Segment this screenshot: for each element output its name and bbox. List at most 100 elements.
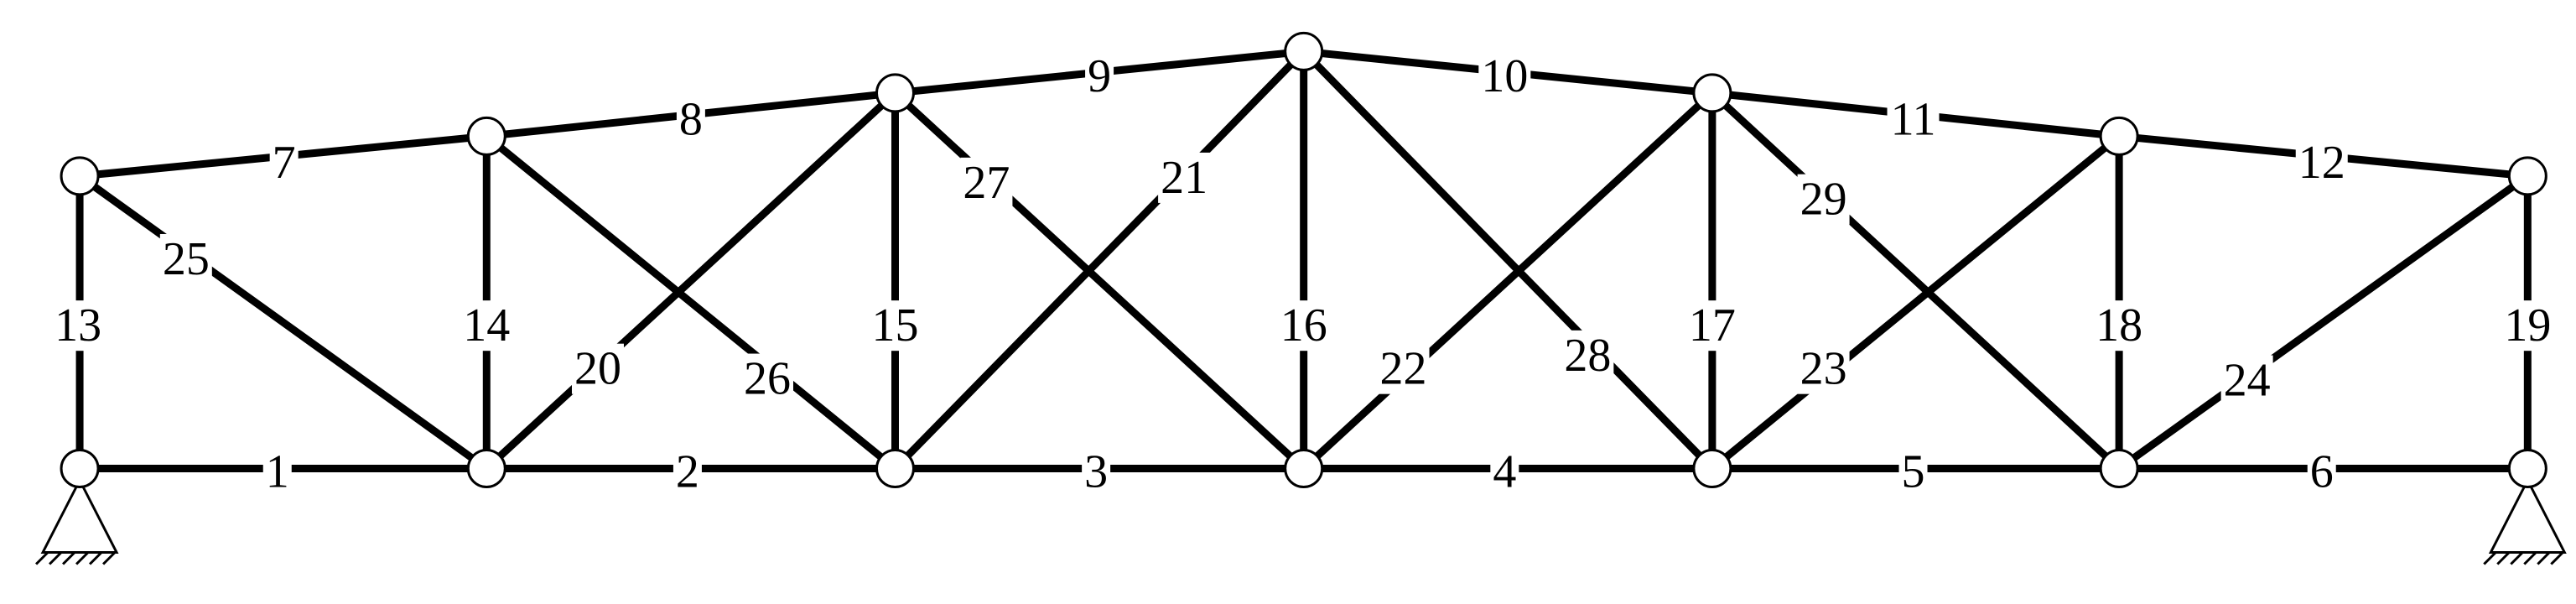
member-label-27: 27 (963, 157, 1010, 209)
member-label-background (1158, 152, 1211, 203)
support-triangle (40, 477, 119, 555)
truss-node-n5 (2099, 449, 2139, 489)
ground-hatch (75, 551, 90, 565)
member-label-background (159, 233, 212, 284)
truss-node-n10 (1284, 31, 1324, 71)
member-label-1: 1 (266, 445, 289, 497)
member-label-26: 26 (744, 353, 791, 405)
pinned-support-n0 (35, 477, 119, 565)
pinned-support-n6 (2483, 477, 2567, 565)
truss-node-n2 (875, 449, 915, 489)
member-label-22: 22 (1380, 343, 1427, 395)
member-label-8: 8 (679, 94, 703, 146)
ground-hatch (49, 551, 63, 565)
member-label-background (673, 446, 702, 497)
truss-node-n11 (1692, 73, 1732, 113)
member-26 (484, 133, 898, 471)
truss-node-n13 (2507, 156, 2547, 196)
member-label-24: 24 (2224, 355, 2271, 407)
ground-hatch (2550, 551, 2564, 565)
supports-layer (35, 477, 2567, 565)
member-label-4: 4 (1493, 445, 1516, 497)
truss-node-n12 (2099, 116, 2139, 156)
truss-node-n9 (875, 73, 915, 113)
member-label-background (1277, 300, 1330, 351)
ground-hatch (2496, 551, 2511, 565)
member-label-background (52, 300, 105, 351)
ground-hatch (2510, 551, 2524, 565)
member-label-6: 6 (2310, 445, 2334, 497)
ground-hatch (89, 551, 103, 565)
member-label-background (571, 343, 624, 394)
truss-node-n8 (466, 116, 506, 156)
member-label-21: 21 (1161, 152, 1208, 204)
member-label-background (1377, 343, 1430, 394)
member-label-15: 15 (871, 299, 918, 351)
truss-node-n7 (60, 156, 100, 196)
member-label-background (676, 94, 705, 145)
member-25 (77, 173, 489, 472)
member-label-14: 14 (463, 299, 510, 351)
member-21 (892, 49, 1306, 471)
member-label-2: 2 (676, 445, 699, 497)
member-label-background (460, 300, 513, 351)
member-label-background (1898, 446, 1928, 497)
member-label-3: 3 (1084, 445, 1108, 497)
member-label-background (269, 138, 299, 189)
member-label-12: 12 (2298, 137, 2345, 189)
ground-hatch (2537, 551, 2551, 565)
member-label-background (960, 157, 1013, 208)
member-22 (1301, 90, 1715, 471)
member-label-29: 29 (1800, 174, 1847, 226)
member-label-background (2307, 446, 2336, 497)
member-label-background (2295, 138, 2348, 189)
member-label-5: 5 (1902, 445, 1925, 497)
ground-hatch (35, 551, 49, 565)
member-23 (1710, 133, 2122, 471)
nodes-layer (60, 31, 2547, 489)
member-24 (2116, 173, 2530, 472)
member-label-19: 19 (2504, 299, 2551, 351)
member-label-background (1561, 330, 1614, 381)
truss-node-n6 (2507, 449, 2547, 489)
member-label-17: 17 (1689, 299, 1736, 351)
member-label-background (1085, 51, 1114, 102)
member-label-28: 28 (1564, 330, 1611, 382)
member-27 (892, 90, 1306, 471)
member-label-background (1685, 300, 1738, 351)
member-label-background (1082, 446, 1111, 497)
member-label-background (2501, 300, 2554, 351)
member-29 (1709, 90, 2122, 471)
member-label-background (869, 300, 922, 351)
member-label-background (1797, 174, 1850, 225)
member-label-background (2220, 355, 2273, 406)
ground-hatch (62, 551, 76, 565)
member-28 (1301, 49, 1716, 471)
member-20 (484, 90, 898, 471)
member-label-20: 20 (574, 343, 621, 395)
support-triangle (2488, 477, 2567, 555)
member-label-background (1887, 94, 1940, 145)
members-layer (75, 47, 2532, 473)
member-label-18: 18 (2096, 299, 2142, 351)
truss-node-n1 (466, 449, 506, 489)
member-label-10: 10 (1481, 50, 1528, 102)
member-label-background (1490, 446, 1519, 497)
ground-hatch (102, 551, 117, 565)
truss-node-n4 (1692, 449, 1732, 489)
member-label-background (1478, 51, 1531, 102)
member-label-13: 13 (55, 299, 101, 351)
member-label-9: 9 (1088, 50, 1111, 102)
ground-hatch (2523, 551, 2537, 565)
member-label-11: 11 (1891, 94, 1936, 146)
truss-node-n3 (1284, 449, 1324, 489)
member-label-background (1797, 343, 1850, 394)
member-label-7: 7 (273, 137, 296, 189)
ground-hatch (2483, 551, 2497, 565)
member-label-16: 16 (1280, 299, 1327, 351)
member-label-background (2093, 300, 2146, 351)
member-label-25: 25 (163, 233, 210, 285)
member-label-23: 23 (1800, 343, 1847, 395)
